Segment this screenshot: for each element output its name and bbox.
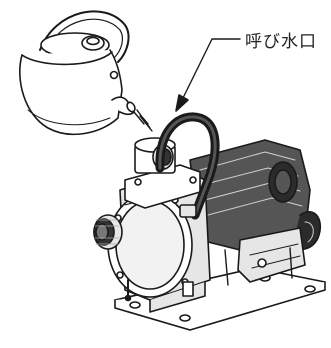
water-stream: [134, 110, 152, 131]
arrow-head-icon: [176, 95, 188, 111]
kettle-icon: [20, 11, 137, 134]
suction-port: [94, 215, 122, 249]
water-pump: [94, 117, 325, 330]
priming-port-label: 呼び水口: [245, 27, 317, 52]
callout-leader: [176, 39, 240, 111]
